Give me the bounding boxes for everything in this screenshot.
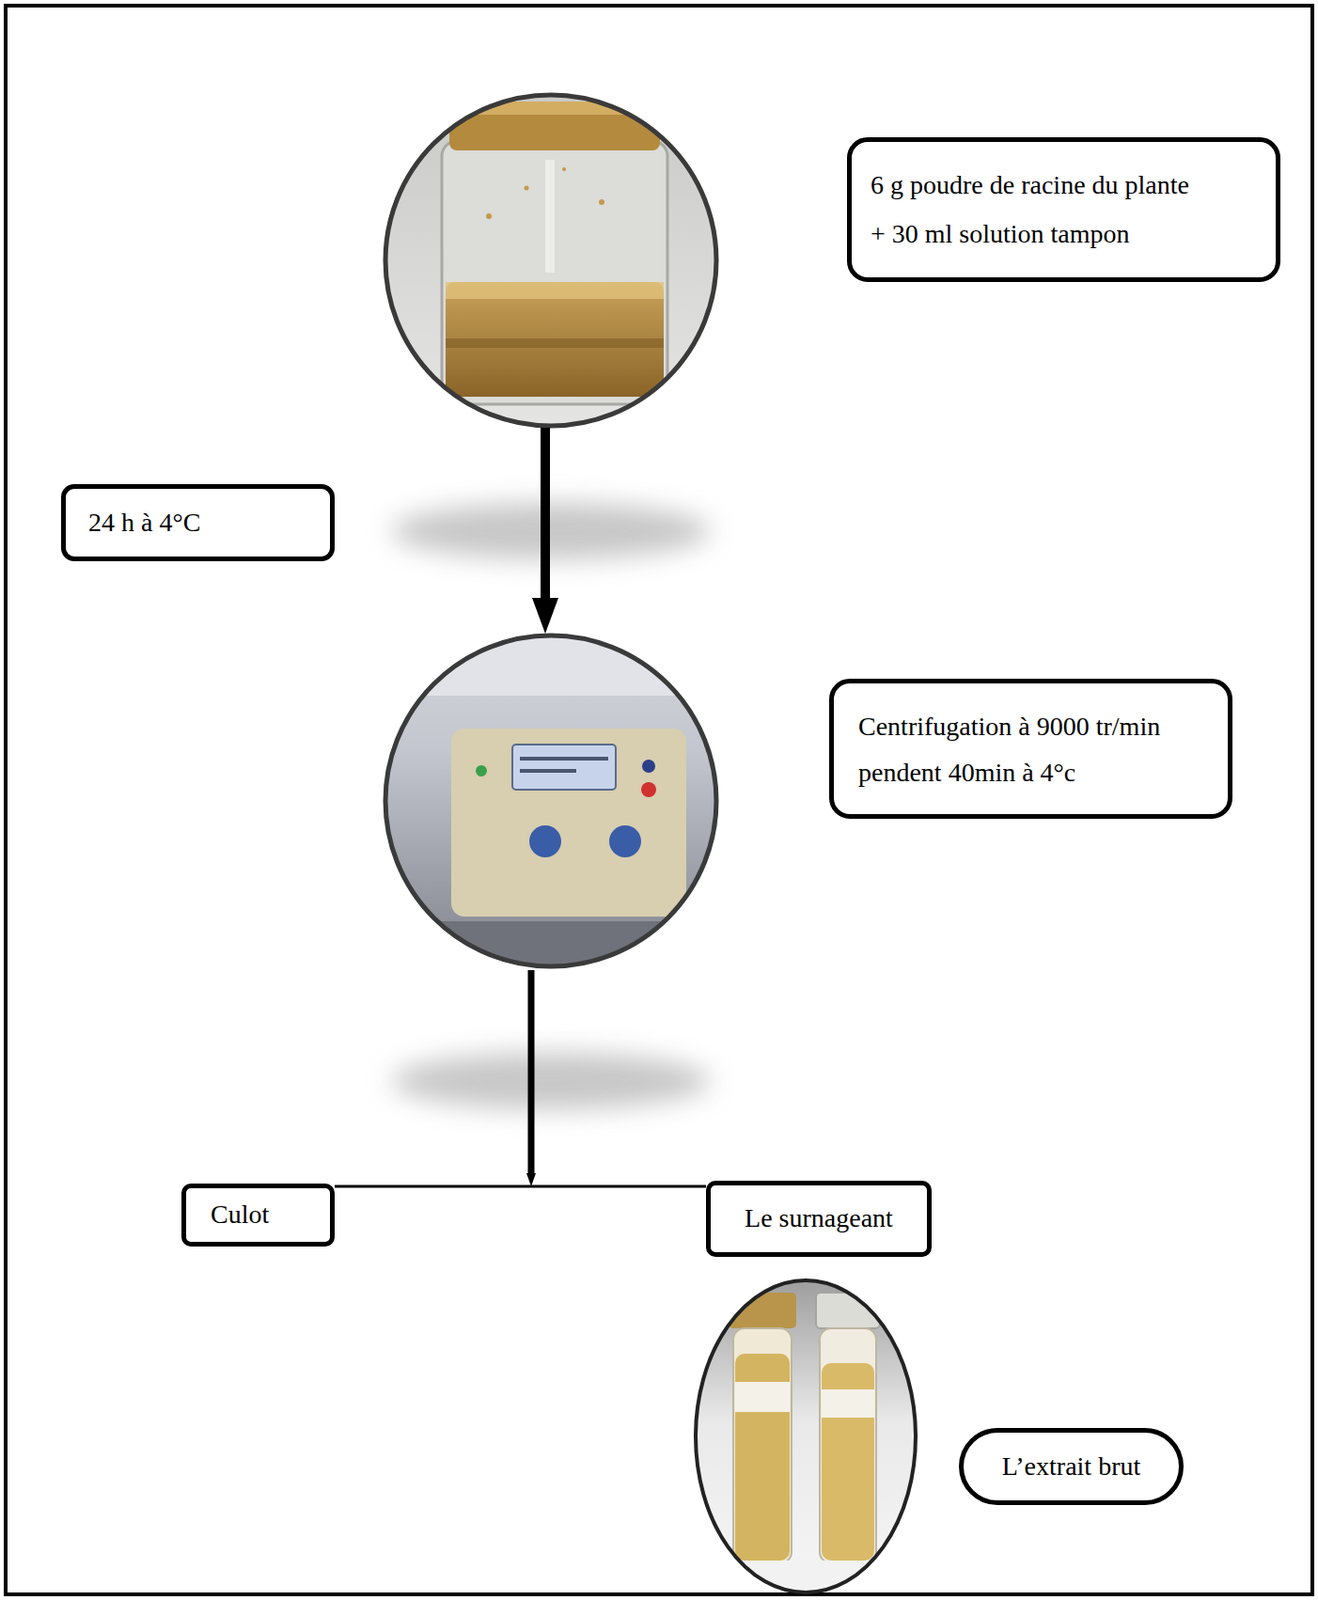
process-box: 24 h à 4°C xyxy=(61,484,335,562)
photo-frame xyxy=(385,94,717,426)
process-box: Centrifugation à 9000 tr/min pendent 40m… xyxy=(829,678,1233,819)
box-text: Centrifugation à 9000 tr/min pendent 40m… xyxy=(858,703,1213,796)
box-text: + 30 ml solution tampon xyxy=(870,209,1257,259)
arrow-head xyxy=(532,597,559,634)
centrifuge-photo xyxy=(376,629,734,978)
split-branch xyxy=(334,1185,707,1189)
arrow-head xyxy=(526,1173,536,1187)
box-text: 6 g poudre de racine du plante xyxy=(870,160,1257,210)
jar-photo xyxy=(376,84,734,442)
tubes-photo xyxy=(690,1276,922,1599)
process-box: Culot xyxy=(181,1183,335,1247)
split-line xyxy=(528,970,535,1176)
page-frame xyxy=(5,5,1313,1595)
drop-shadow xyxy=(391,1052,711,1110)
process-box: Le surnageant xyxy=(706,1180,932,1257)
process-box: 6 g poudre de racine du plante+ 30 ml so… xyxy=(847,137,1281,283)
process-box: L’extrait brut xyxy=(958,1427,1184,1506)
flow-arrow xyxy=(540,427,550,602)
drop-shadow xyxy=(391,502,711,560)
box-text: Culot xyxy=(210,1197,317,1232)
box-text: 24 h à 4°C xyxy=(88,505,312,540)
photo-frame xyxy=(385,635,717,967)
box-text: L’extrait brut xyxy=(988,1449,1155,1484)
box-text: Le surnageant xyxy=(725,1201,912,1236)
photo-frame xyxy=(695,1280,916,1593)
